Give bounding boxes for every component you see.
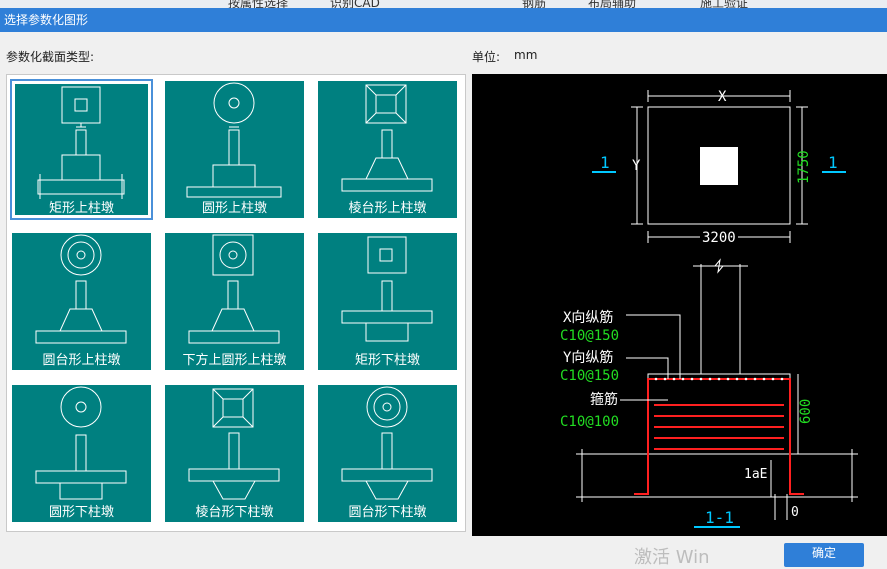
x-rebar-label: X向纵筋: [563, 309, 613, 326]
section-title: 1-1: [705, 508, 734, 527]
tile-label: 圆形下柱墩: [48, 505, 114, 520]
section-type-label: 参数化截面类型:: [6, 50, 95, 64]
tile-label: 圆台形上柱墩: [42, 353, 121, 368]
frustum-upper-pier-icon: [318, 81, 457, 218]
tile-round-frustum-lower[interactable]: 圆台形下柱墩: [316, 383, 459, 524]
rect-lower-pier-icon: [318, 233, 457, 370]
tile-frustum-upper[interactable]: 棱台形上柱墩: [316, 79, 459, 220]
x-rebar-value: C10@150: [560, 328, 619, 344]
tile-round-upper[interactable]: 圆形上柱墩: [163, 79, 306, 220]
round-frustum-upper-pier-icon: [12, 233, 151, 370]
tile-label: 下方上圆形上柱墩: [182, 353, 287, 368]
tile-label: 圆形上柱墩: [201, 201, 267, 216]
tile-label: 棱台形下柱墩: [195, 505, 274, 520]
tile-label: 圆台形下柱墩: [348, 505, 427, 520]
tile-square-round-upper[interactable]: 下方上圆形上柱墩: [163, 231, 306, 372]
section-mark-right: 1: [828, 153, 838, 172]
tile-rect-lower[interactable]: 矩形下柱墩: [316, 231, 459, 372]
dim-x: X: [718, 89, 727, 105]
bg-item: 布局辅助: [588, 0, 637, 8]
frustum-lower-pier-icon: [165, 385, 304, 522]
background-toolbar: 按属性选择 识别CAD 钢筋 布局辅助 施工验证: [0, 0, 887, 8]
tile-round-lower[interactable]: 圆形下柱墩: [10, 383, 153, 524]
bg-item: 按属性选择: [228, 0, 289, 8]
unit-value: mm: [514, 48, 538, 62]
bg-item: 钢筋: [522, 0, 547, 8]
tile-rect-upper[interactable]: 矩形上柱墩: [10, 79, 153, 220]
round-lower-pier-icon: [12, 385, 151, 522]
y-rebar-value: C10@150: [560, 368, 619, 384]
width-value: 3200: [702, 230, 736, 246]
dialog-footer: [0, 536, 887, 555]
preview-drawing: X Y 3200 1750 1 1: [472, 74, 887, 536]
lae-label: 1aE: [744, 467, 767, 482]
section-mark-left: 1: [600, 153, 610, 172]
dim-y: Y: [632, 158, 641, 174]
ok-button[interactable]: 确定: [784, 543, 864, 567]
depth-value: 600: [798, 399, 814, 424]
stirrup-label: 箍筋: [590, 391, 618, 408]
plan-outline: [647, 106, 791, 225]
tile-round-frustum-upper[interactable]: 圆台形上柱墩: [10, 231, 153, 372]
tile-frustum-lower[interactable]: 棱台形下柱墩: [163, 383, 306, 524]
column-plan: [700, 147, 738, 185]
rect-upper-pier-icon: [15, 84, 148, 215]
y-rebar-label: Y向纵筋: [563, 349, 613, 366]
round-upper-pier-icon: [165, 81, 304, 218]
section-type-grid: 矩形上柱墩 圆形上柱墩 棱台形上柱墩: [6, 74, 466, 532]
zero-label: 0: [791, 505, 799, 520]
height-value: 1750: [796, 150, 812, 184]
bg-item: 识别CAD: [330, 0, 380, 8]
dialog-title: 选择参数化图形: [0, 8, 887, 32]
stirrup-value: C10@100: [560, 414, 619, 430]
round-frustum-lower-pier-icon: [318, 385, 457, 522]
tile-label: 棱台形上柱墩: [348, 201, 427, 216]
activation-watermark: 激活 Win: [634, 547, 710, 568]
tile-label: 矩形下柱墩: [354, 353, 420, 368]
unit-label: 单位:: [472, 50, 501, 64]
section-drawing: X Y 3200 1750 1 1: [560, 89, 858, 528]
tile-label: 矩形上柱墩: [48, 201, 114, 216]
rebar-group: [634, 378, 804, 495]
bg-item: 施工验证: [700, 0, 749, 8]
square-round-upper-pier-icon: [165, 233, 304, 370]
